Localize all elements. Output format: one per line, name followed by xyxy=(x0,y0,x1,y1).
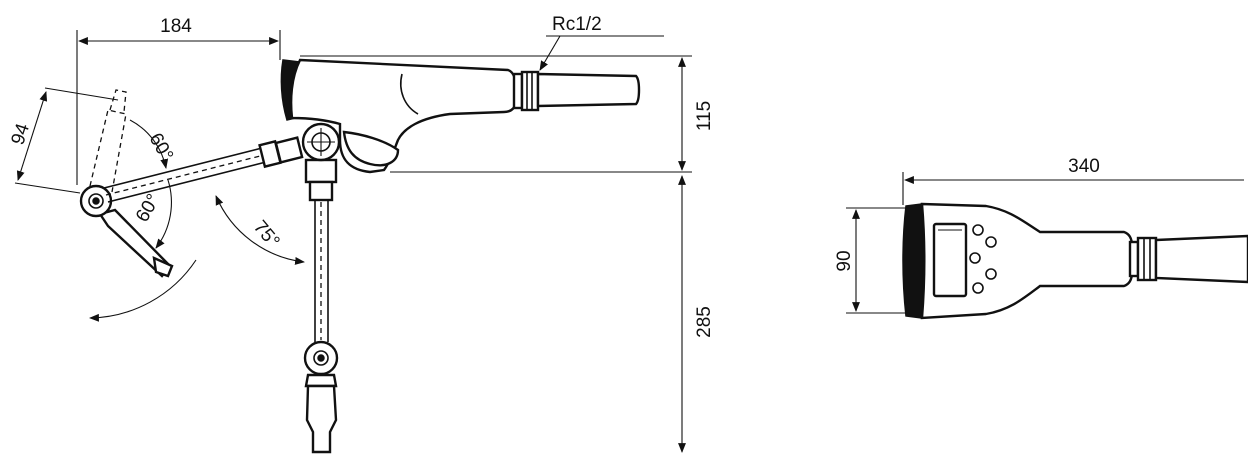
dim-90-label: 90 xyxy=(834,250,855,271)
dim-184-label: 184 xyxy=(160,16,192,37)
nozzle-top xyxy=(902,202,1248,320)
dimension-285: 285 xyxy=(678,175,715,453)
swing-arm-lower xyxy=(79,184,174,278)
dimension-94: 94 xyxy=(8,87,119,194)
top-view: 340 90 xyxy=(834,156,1248,320)
boom-tube xyxy=(103,136,304,203)
vertical-tube xyxy=(303,158,339,454)
angle-75: 75° xyxy=(249,217,284,253)
dimension-90: 90 xyxy=(834,207,915,314)
thread-callout: Rc1/2 xyxy=(539,14,664,71)
thread-label: Rc1/2 xyxy=(552,14,602,35)
dimension-340: 340 xyxy=(902,156,1244,205)
nozzle-body xyxy=(280,58,641,174)
dimension-115: 115 xyxy=(300,55,715,173)
dimension-184: 184 xyxy=(76,16,281,185)
dim-340-label: 340 xyxy=(1068,156,1100,177)
dim-115-label: 115 xyxy=(694,101,715,131)
arm-upper-position xyxy=(89,89,127,193)
dim-285-label: 285 xyxy=(694,306,715,338)
side-view: 184 94 60° 60° xyxy=(8,14,715,454)
angle-60-lower: 60° xyxy=(132,191,165,226)
